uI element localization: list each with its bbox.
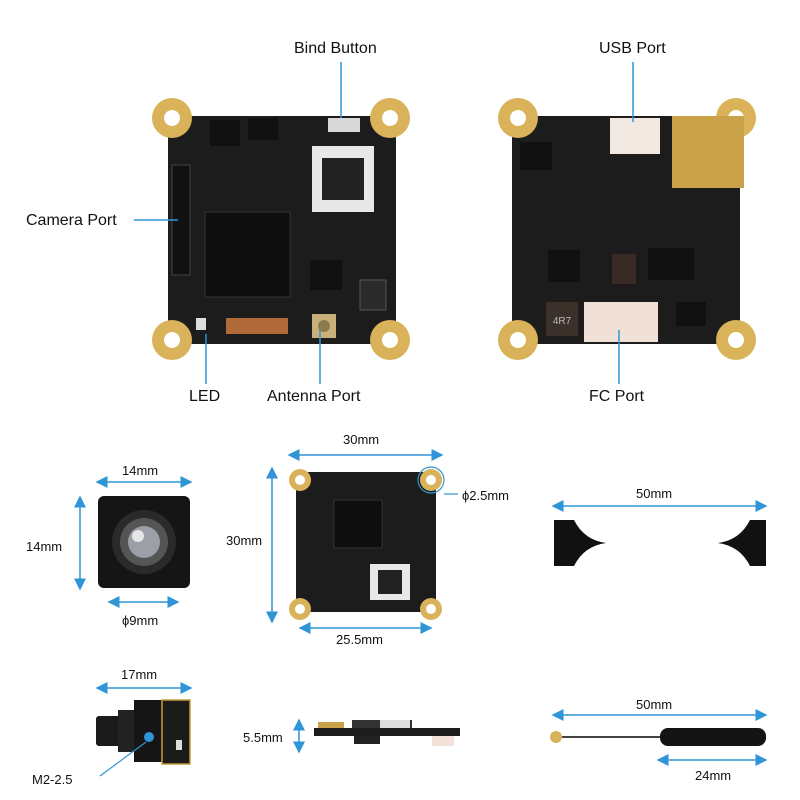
antenna: [550, 728, 766, 746]
board-height-dim: 30mm: [226, 533, 263, 548]
board-width-dim: 30mm: [343, 432, 380, 447]
antenna-port-label: Antenna Port: [267, 388, 361, 405]
camera-width-dim: 14mm: [122, 463, 159, 478]
camera-front: [98, 496, 190, 588]
cable-length-dim: 50mm: [636, 486, 673, 501]
board-hole-dim: ϕ2.5mm: [462, 488, 510, 503]
camera-lens-dim: ϕ9mm: [122, 613, 159, 628]
front-board: [152, 98, 410, 360]
front-board-mount-holes: [152, 98, 410, 360]
board-side: [314, 720, 460, 746]
camera-screw-dim: M2-2.5: [32, 772, 73, 787]
antenna-length-dim: 50mm: [636, 697, 673, 712]
callout-lines: [134, 62, 634, 384]
antenna-tip-dim: 24mm: [695, 768, 732, 783]
camera-depth-dim: 17mm: [121, 667, 158, 682]
board-thickness-dim: 5.5mm: [243, 730, 283, 745]
back-board: 4R7: [498, 98, 756, 360]
camera-side: [96, 699, 191, 765]
usb-port-label: USB Port: [599, 40, 666, 57]
bind-button-label: Bind Button: [294, 40, 377, 57]
fc-port-label: FC Port: [589, 388, 645, 405]
inductor-marking: 4R7: [553, 316, 572, 327]
ribbon-cable: [554, 520, 766, 566]
camera-port-label: Camera Port: [26, 212, 117, 229]
back-board-mount-holes: [498, 98, 756, 360]
board-hole-spacing-dim: 25.5mm: [336, 632, 383, 647]
board-dimension-view: [289, 466, 445, 620]
camera-height-dim: 14mm: [26, 539, 63, 554]
led-label: LED: [189, 388, 221, 405]
